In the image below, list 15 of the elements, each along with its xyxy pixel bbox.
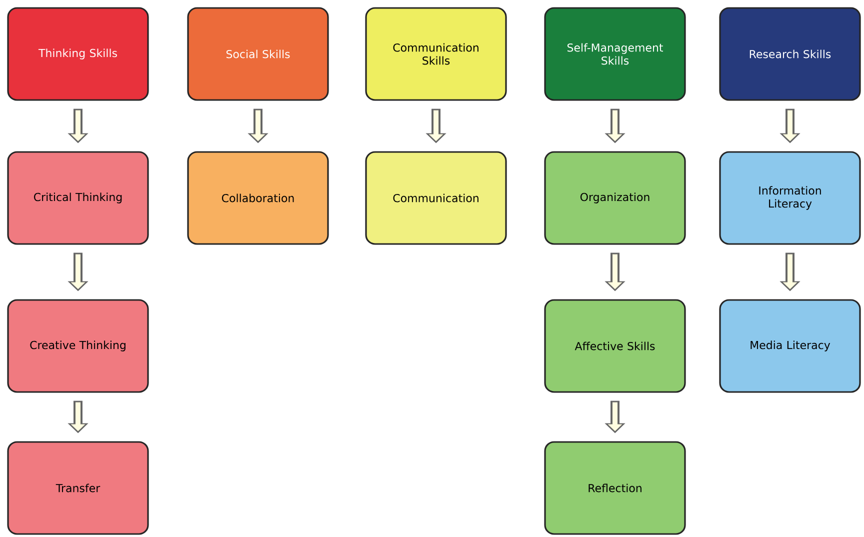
skill-box: Research Skills [719, 7, 861, 101]
skill-box: Communication [365, 151, 507, 245]
skill-box: Organization [544, 151, 686, 245]
skill-box: Transfer [7, 441, 149, 535]
skill-box: Critical Thinking [7, 151, 149, 245]
skill-box: Information Literacy [719, 151, 861, 245]
skill-box: Reflection [544, 441, 686, 535]
skill-box: Creative Thinking [7, 299, 149, 393]
skill-box: Social Skills [187, 7, 329, 101]
skill-box: Collaboration [187, 151, 329, 245]
skill-box: Self-Management Skills [544, 7, 686, 101]
skill-box: Media Literacy [719, 299, 861, 393]
skill-box: Communication Skills [365, 7, 507, 101]
skill-box: Affective Skills [544, 299, 686, 393]
skill-box: Thinking Skills [7, 7, 149, 101]
